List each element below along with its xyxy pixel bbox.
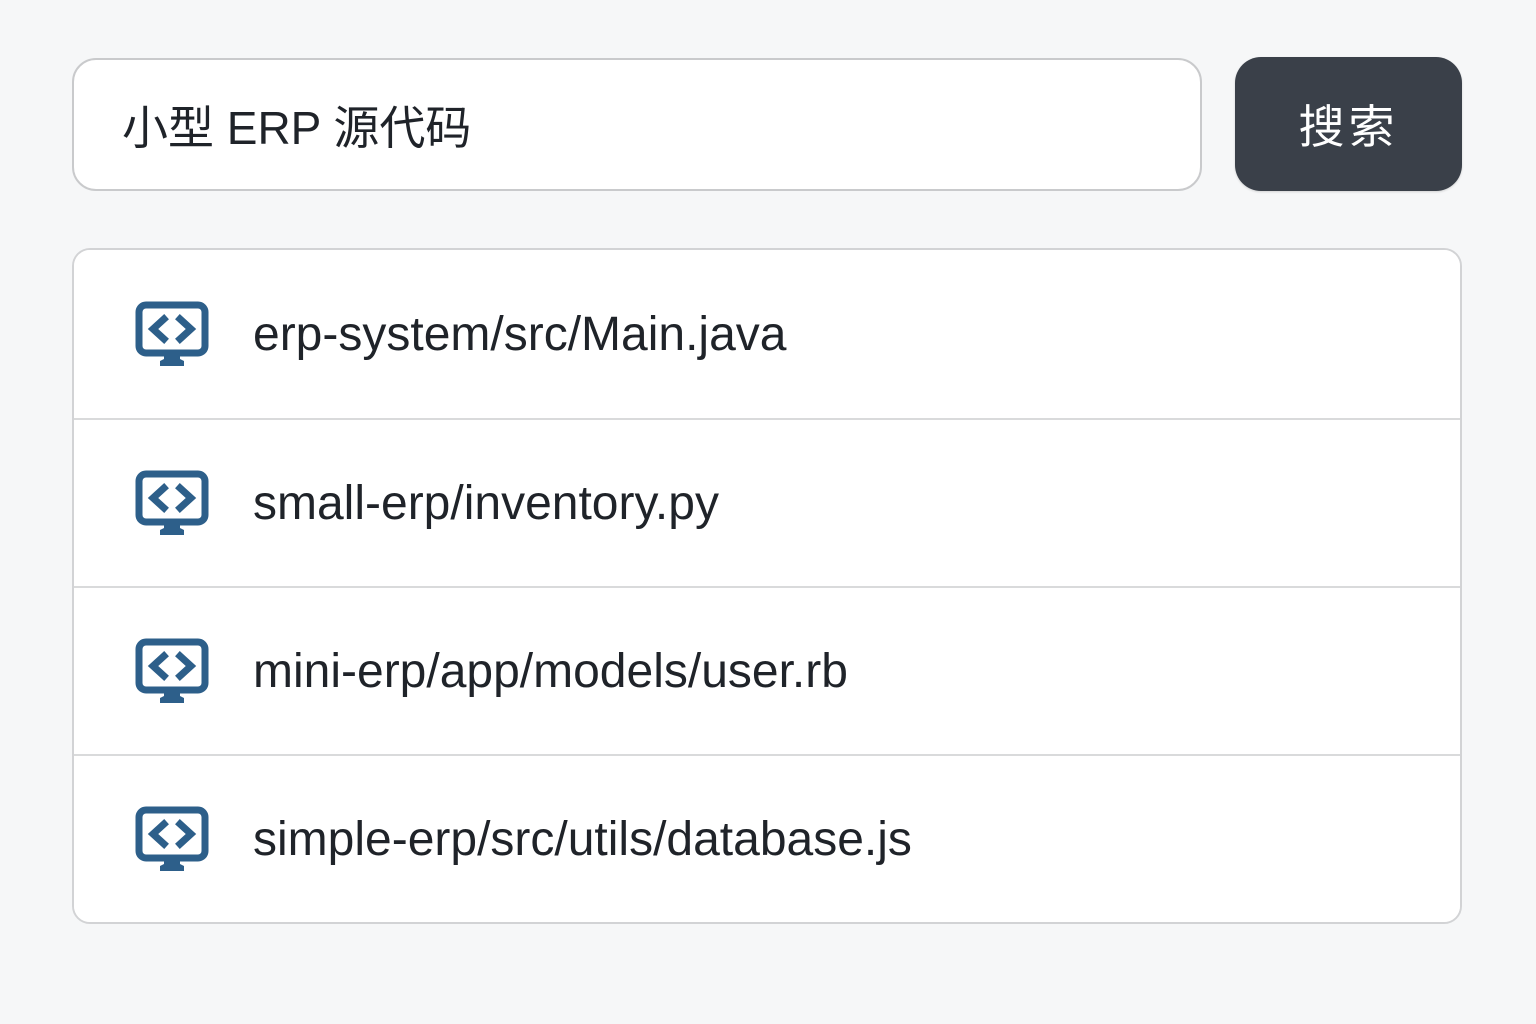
- result-row[interactable]: mini-erp/app/models/user.rb: [74, 586, 1460, 754]
- result-file-path: mini-erp/app/models/user.rb: [253, 644, 848, 698]
- search-button[interactable]: 搜索: [1235, 57, 1462, 191]
- code-monitor-icon: [135, 638, 209, 704]
- code-monitor-icon: [135, 806, 209, 872]
- result-row[interactable]: simple-erp/src/utils/database.js: [74, 754, 1460, 922]
- code-monitor-icon: [135, 301, 209, 367]
- search-results-list: erp-system/src/Main.java small-erp/inven…: [72, 248, 1462, 924]
- result-file-path: small-erp/inventory.py: [253, 476, 719, 530]
- search-button-label: 搜索: [1298, 101, 1399, 153]
- result-row[interactable]: small-erp/inventory.py: [74, 418, 1460, 586]
- result-file-path: erp-system/src/Main.java: [253, 307, 787, 361]
- result-file-path: simple-erp/src/utils/database.js: [253, 812, 912, 866]
- code-monitor-icon: [135, 470, 209, 536]
- result-row[interactable]: erp-system/src/Main.java: [74, 250, 1460, 418]
- search-input[interactable]: [72, 58, 1202, 191]
